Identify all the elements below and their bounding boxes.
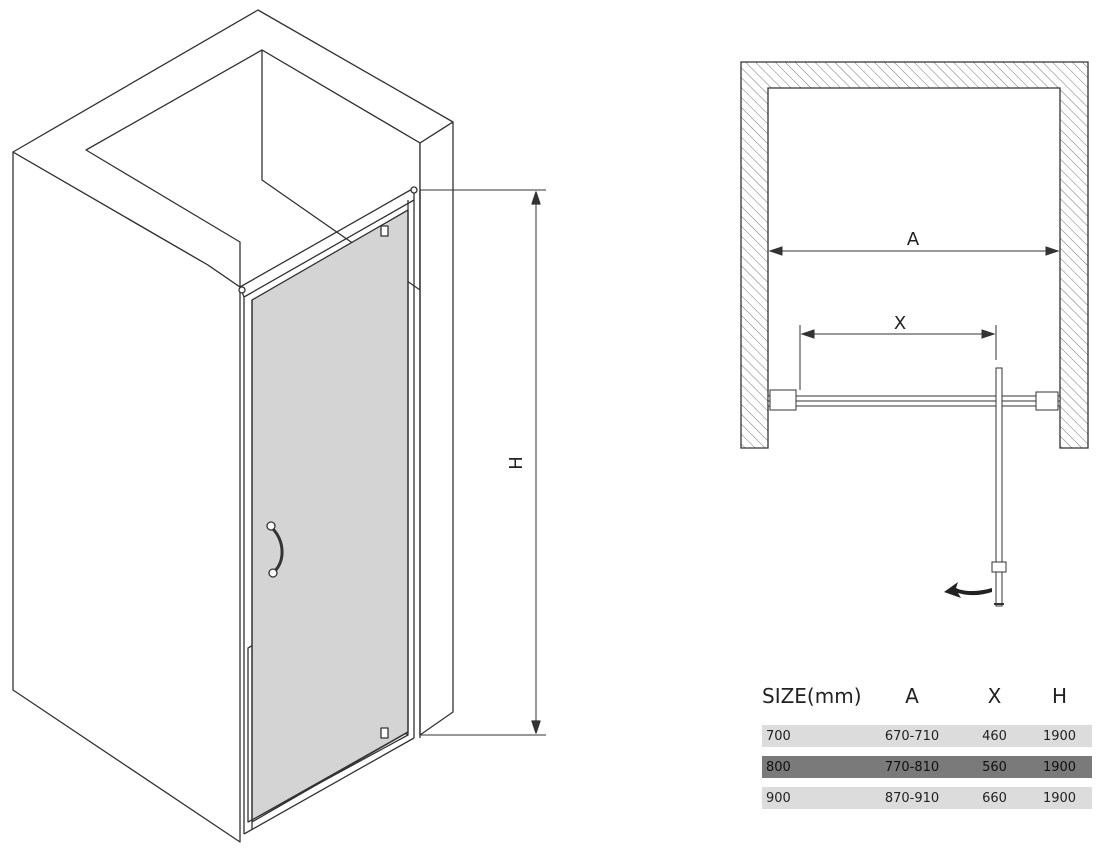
cell-x: 460 <box>982 728 1007 744</box>
plan-walls <box>740 61 1089 449</box>
cell-a: 870-910 <box>884 790 940 806</box>
size-table: SIZE(mm) A X H 700 670-710 460 1900 800 … <box>762 676 1092 809</box>
table-row: 900 870-910 660 1900 <box>762 787 1092 809</box>
cell-size: 900 <box>766 790 791 806</box>
header-a: A <box>905 684 919 708</box>
header-size: SIZE(mm) <box>762 684 862 708</box>
cell-a: 670-710 <box>884 728 940 744</box>
cell-size: 800 <box>766 759 791 775</box>
cell-h: 1900 <box>1042 759 1077 775</box>
header-x: X <box>987 684 1002 708</box>
cell-size: 700 <box>766 728 791 744</box>
hinge-top <box>380 225 389 237</box>
header-h: H <box>1051 684 1068 708</box>
plan-swing-door <box>995 367 1003 607</box>
table-row: 700 670-710 460 1900 <box>762 725 1092 747</box>
top-rail <box>239 187 415 288</box>
x-label: X <box>894 313 906 334</box>
left-wall-top-face <box>12 9 454 288</box>
table-row: 800 770-810 560 1900 <box>762 756 1092 778</box>
hinge-bottom <box>380 727 389 739</box>
size-table-header: SIZE(mm) A X H <box>762 676 1092 716</box>
door-handle <box>270 526 284 574</box>
cell-x: 660 <box>982 790 1007 806</box>
bottom-rail <box>243 737 415 835</box>
swing-direction-arrow <box>944 582 992 598</box>
cell-a: 770-810 <box>884 759 940 775</box>
cell-h: 1900 <box>1042 790 1077 806</box>
cell-x: 560 <box>982 759 1007 775</box>
height-label: H <box>506 456 527 470</box>
a-label: A <box>907 229 920 250</box>
cell-h: 1900 <box>1042 728 1077 744</box>
